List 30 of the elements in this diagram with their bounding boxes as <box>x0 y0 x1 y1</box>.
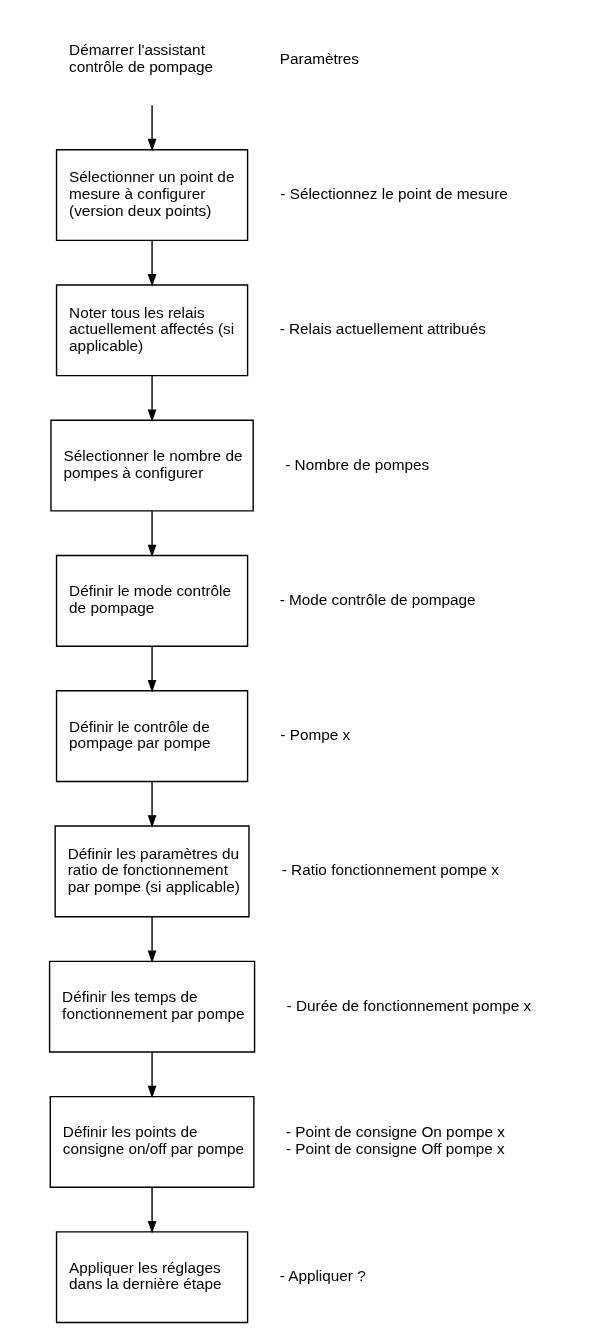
node-text: Démarrer l'assistant contrôle de pompage <box>69 41 214 76</box>
node-box: Noter tous les relais actuellement affectés (si applicable) <box>55 284 249 377</box>
node-label: - Pompe x <box>280 726 351 744</box>
node-box: Sélectionner le nombre de pompes à configurer <box>50 419 254 512</box>
node-label: - Mode contrôle de pompage <box>279 590 476 608</box>
node-box: Définir les points de consigne on/off par pompe <box>49 1095 255 1188</box>
node-box: Définir les temps de fonctionnement par pompe <box>48 960 256 1053</box>
node-label: - Point de consigne On pompe x <box>285 1123 505 1141</box>
node-label: - Sélectionnez le point de mesure <box>280 184 508 202</box>
node-label: - Nombre de pompes <box>285 455 430 473</box>
arrow <box>147 645 157 693</box>
arrow <box>147 916 157 963</box>
arrow <box>147 780 157 828</box>
arrow <box>147 239 157 287</box>
node-box: Définir le contrôle de pompage par pompe <box>55 690 249 783</box>
node-box: Définir les paramètres du ratio de fonctionnement par pompe (si applicable) <box>54 825 250 918</box>
arrow <box>147 104 157 152</box>
node-label: - Point de consigne Off pompe x <box>285 1140 505 1158</box>
node-box: Sélectionner un point de mesure à configurer (version deux points) <box>55 149 249 242</box>
node-box: Appliquer les réglages dans la dernière étape <box>55 1231 249 1324</box>
label: Paramètres <box>279 49 360 67</box>
node-label: - Relais actuellement attribués <box>279 320 486 338</box>
arrow <box>147 375 157 422</box>
node-label: - Appliquer ? <box>279 1267 366 1285</box>
node-label: - Durée de fonctionnement pompe x <box>286 996 532 1014</box>
arrow <box>147 510 157 558</box>
arrow <box>147 1186 157 1234</box>
node-label: - Ratio fonctionnement pompe x <box>281 861 500 879</box>
arrow <box>147 1051 157 1099</box>
node-box: Définir le mode contrôle de pompage <box>55 554 249 647</box>
